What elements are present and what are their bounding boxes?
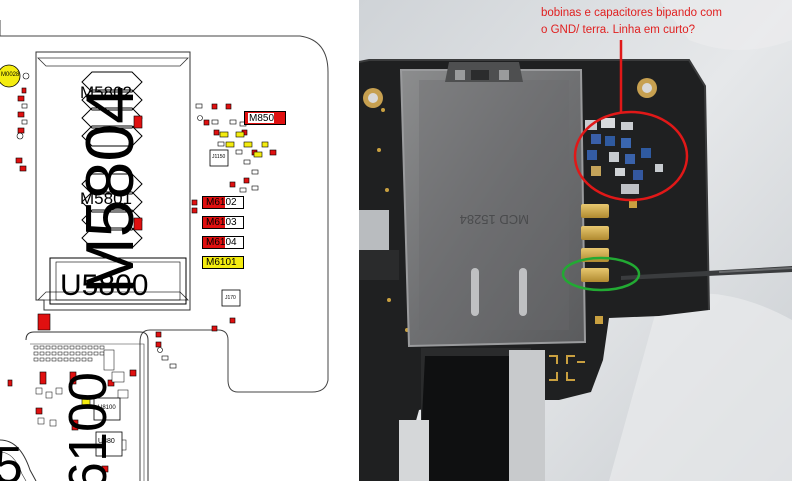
m850-label: M850 <box>249 113 275 124</box>
m6104-label: M6104 <box>206 237 237 248</box>
annotation-line-1: bobinas e capacitores bipando com <box>541 7 722 19</box>
m850-chip: M850 <box>244 111 286 125</box>
j1150-label: J1150 <box>212 154 226 160</box>
shield-engraving-text: MCD 15284 <box>460 212 529 227</box>
m6101-label: M6101 <box>206 257 237 268</box>
u380-label: U380 <box>98 438 115 445</box>
board-photo-panel: MCD 15284 bobinas e capacitores bipando … <box>359 0 792 481</box>
board-schematic-panel: M0028 M5802 M5801 M5804 U5800 6100 5 M85… <box>0 0 352 481</box>
u8100-label: U8100 <box>98 405 116 411</box>
m5802-label: M5802 <box>80 83 132 102</box>
m6103-label: M6103 <box>206 217 237 228</box>
m6104-chip: M6104 <box>202 236 244 249</box>
red-highlight-circle <box>573 110 689 202</box>
m0028-label: M0028 <box>1 72 20 78</box>
annotation-line-2: o GND/ terra. Linha em curto? <box>541 24 696 36</box>
green-highlight-circle <box>561 256 641 292</box>
schematic-outline-drawing <box>0 19 329 481</box>
m6101-chip: M6101 <box>202 256 244 269</box>
m6102-chip: M6102 <box>202 196 244 209</box>
m5804-label: M5804 <box>72 86 148 294</box>
big-6100-label: 6100 <box>58 371 118 481</box>
m6103-chip: M6103 <box>202 216 244 229</box>
j170-label: J170 <box>225 295 236 301</box>
m5801-label: M5801 <box>80 189 132 208</box>
board-photo-drawing: MCD 15284 <box>359 0 792 481</box>
big-5-label: 5 <box>0 437 23 481</box>
u5800-label: U5800 <box>60 269 149 302</box>
m6102-label: M6102 <box>206 197 237 208</box>
